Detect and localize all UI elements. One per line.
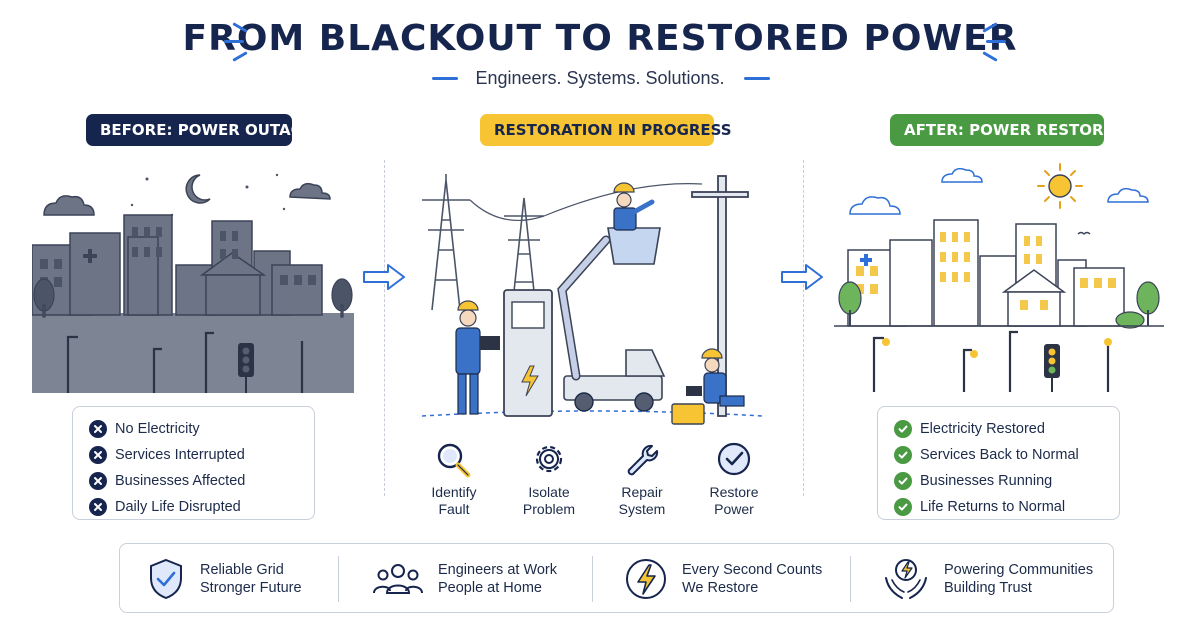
step-restore-power: Restore Power [679,440,789,518]
value-line2: Building Trust [944,580,1032,596]
list-item: Businesses Affected [89,468,298,494]
utility-pole-icon [691,175,749,417]
step-isolate-problem: Isolate Problem [494,440,604,518]
step-label-line2: Fault [438,501,470,517]
hands-energy-icon [885,559,927,599]
step-repair-system: Repair System [587,440,697,518]
magnifier-icon [437,443,471,478]
wrench-icon [627,444,659,476]
engineer-figure-bucket [613,182,655,231]
step-label-line2: Power [714,501,754,517]
cloud-icon [1107,187,1149,203]
list-item: No Electricity [89,416,298,442]
tree-icon [33,278,353,318]
after-status-list: Electricity Restored Services Back to No… [877,406,1120,520]
separator [850,556,851,602]
step-label-line1: Isolate [528,484,570,500]
hospital-cross-icon [860,254,872,266]
gear-icon [535,445,563,473]
electrical-cabinet-icon [503,289,553,417]
separator [338,556,339,602]
lit-windows [856,232,1116,310]
value-line1: Reliable Grid [200,562,284,578]
step-label-line1: Repair [621,484,663,500]
before-status-list: No Electricity Services Interrupted Busi… [72,406,315,520]
arrow-right-icon [363,264,405,290]
tree-icon [838,281,1160,329]
list-item-label: Businesses Running [920,473,1053,489]
x-circle-icon [89,446,107,464]
city-buildings [847,219,1125,327]
restored-city-illustration [834,163,1164,392]
list-item-label: Daily Life Disrupted [115,499,241,515]
step-label-line1: Restore [709,484,759,500]
step-label-line2: Problem [522,501,576,517]
badge-after: AFTER: POWER RESTORED [890,114,1126,146]
list-item: Daily Life Disrupted [89,494,298,520]
badge-before: BEFORE: POWER OUTAGE [86,114,313,146]
check-circle-icon [894,446,912,464]
value-line2: People at Home [438,580,542,596]
list-item: Services Interrupted [89,442,298,468]
arrow-right-icon [781,264,823,290]
separator [592,556,593,602]
x-circle-icon [89,498,107,516]
check-circle-icon [894,420,912,438]
check-circle-icon [894,498,912,516]
laptop-icon [686,386,702,396]
list-item: Life Returns to Normal [894,494,1103,520]
bucket-truck-icon [557,227,666,412]
transmission-tower-icon [422,174,544,311]
divider-left [384,160,385,496]
hospital-cross-icon [83,249,97,263]
step-identify-fault: Identify Fault [399,440,509,518]
list-item: Electricity Restored [894,416,1103,442]
traffic-light-icon [1044,344,1060,392]
list-item-label: Services Back to Normal [920,447,1079,463]
sun-icon [1037,163,1083,209]
list-item-label: Life Returns to Normal [920,499,1066,515]
check-circle-icon [894,472,912,490]
value-line1: Engineers at Work [438,562,558,578]
bottom-values-bar: Reliable Grid Stronger Future Engineers … [119,543,1114,613]
x-circle-icon [89,420,107,438]
list-item-label: Businesses Affected [115,473,246,489]
x-circle-icon [89,472,107,490]
divider-right [803,160,804,496]
cloud-icon [849,196,901,215]
value-powering-communities: Powering Communities Building Trust [882,544,1093,614]
engineer-figure-kneeling [671,348,745,425]
engineer-figure-left [455,300,500,415]
value-line1: Powering Communities [944,562,1094,578]
step-label-line2: System [618,501,666,517]
moon-icon [185,174,211,204]
restoration-illustration [421,174,763,425]
cloud-icon [43,195,95,216]
value-engineers-at-work: Engineers at Work People at Home [372,544,557,614]
check-circle-icon [717,442,751,476]
value-line2: Stronger Future [200,580,302,596]
lightning-icon [626,559,666,599]
value-line1: Every Second Counts [682,562,823,578]
list-item-label: Services Interrupted [115,447,245,463]
traffic-light-icon [238,343,254,393]
list-item: Services Back to Normal [894,442,1103,468]
people-icon [373,564,423,594]
list-item-label: Electricity Restored [920,421,1045,437]
step-label-line1: Identify [431,484,477,500]
value-reliable-grid: Reliable Grid Stronger Future [146,544,302,614]
list-item: Businesses Running [894,468,1103,494]
value-line2: We Restore [682,580,759,596]
blackout-city-illustration [32,165,354,393]
toolbox-icon [671,403,705,425]
value-every-second-counts: Every Second Counts We Restore [624,544,822,614]
cloud-icon [941,167,983,183]
badge-progress: RESTORATION IN PROGRESS [480,114,732,146]
page-subtitle: Engineers. Systems. Solutions. [475,68,725,88]
cloud-icon [289,182,331,200]
page-title: FROM BLACKOUT TO RESTORED POWER [182,18,1018,59]
shield-check-icon [150,558,182,600]
list-item-label: No Electricity [115,421,200,437]
